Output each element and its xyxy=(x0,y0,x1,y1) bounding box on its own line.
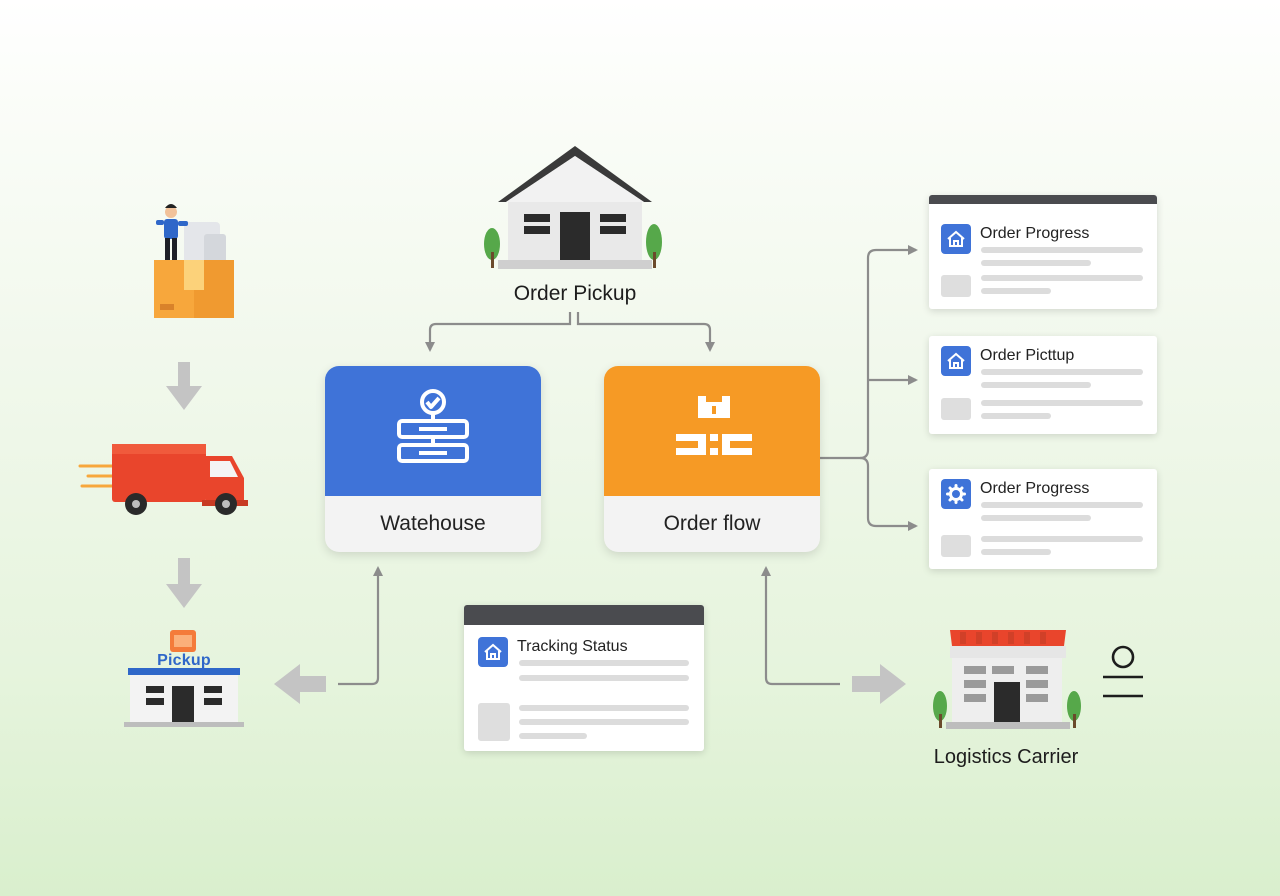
order-flow-card[interactable]: Order flow xyxy=(604,366,820,552)
pickup-sign-label: Pickup xyxy=(157,652,211,669)
panel-header-bar xyxy=(929,195,1157,204)
panel-thumbnail xyxy=(941,535,971,557)
home-icon xyxy=(941,224,971,254)
delivery-truck-icon xyxy=(78,444,248,515)
connector-pickup-to-orderflow xyxy=(576,312,715,352)
order-flow-card-label: Order flow xyxy=(663,512,761,535)
home-icon xyxy=(478,637,508,667)
panel-thumbnail xyxy=(941,398,971,420)
panel-header-bar xyxy=(464,605,704,625)
connector-carrier-to-orderflow xyxy=(761,566,840,686)
warehouse-network-icon xyxy=(397,389,469,463)
progress-panel-1[interactable]: Order Progress xyxy=(929,195,1157,309)
warehouse-card[interactable]: Watehouse xyxy=(325,366,541,552)
progress-panel-3[interactable]: Order Progress xyxy=(929,469,1157,569)
connector-pickup-to-warehouse xyxy=(425,312,572,352)
down-arrow-2 xyxy=(166,558,202,608)
panel-thumbnail xyxy=(478,703,510,741)
home-icon xyxy=(941,346,971,376)
panel-title: Tracking Status xyxy=(517,638,628,655)
user-menu-icon[interactable] xyxy=(1100,644,1146,702)
order-flow-icon xyxy=(676,396,752,455)
panel-title: Order Progress xyxy=(980,225,1090,242)
tracking-status-panel[interactable]: Tracking Status xyxy=(464,605,704,751)
down-arrow-1 xyxy=(166,362,202,410)
carrier-building-icon xyxy=(933,630,1081,729)
panel-title: Order Progress xyxy=(980,480,1090,497)
package-person-illustration xyxy=(154,204,234,318)
connector-orderflow-to-panel-3 xyxy=(859,456,918,531)
connector-store-to-warehouse xyxy=(338,566,383,686)
warehouse-card-label: Watehouse xyxy=(380,512,486,535)
gear-icon xyxy=(941,479,971,509)
panel-thumbnail xyxy=(941,275,971,297)
house-icon xyxy=(484,146,662,269)
logistics-carrier-label: Logistics Carrier xyxy=(933,746,1079,768)
order-pickup-label: Order Pickup xyxy=(513,282,637,305)
right-arrow xyxy=(852,664,906,704)
progress-panel-2[interactable]: Order Picttup xyxy=(929,336,1157,434)
connector-orderflow-to-panels xyxy=(820,245,918,460)
panel-title: Order Picttup xyxy=(980,347,1075,364)
store-building-icon xyxy=(124,630,244,727)
left-arrow xyxy=(274,664,326,704)
pickup-store: Pickup xyxy=(124,628,244,730)
